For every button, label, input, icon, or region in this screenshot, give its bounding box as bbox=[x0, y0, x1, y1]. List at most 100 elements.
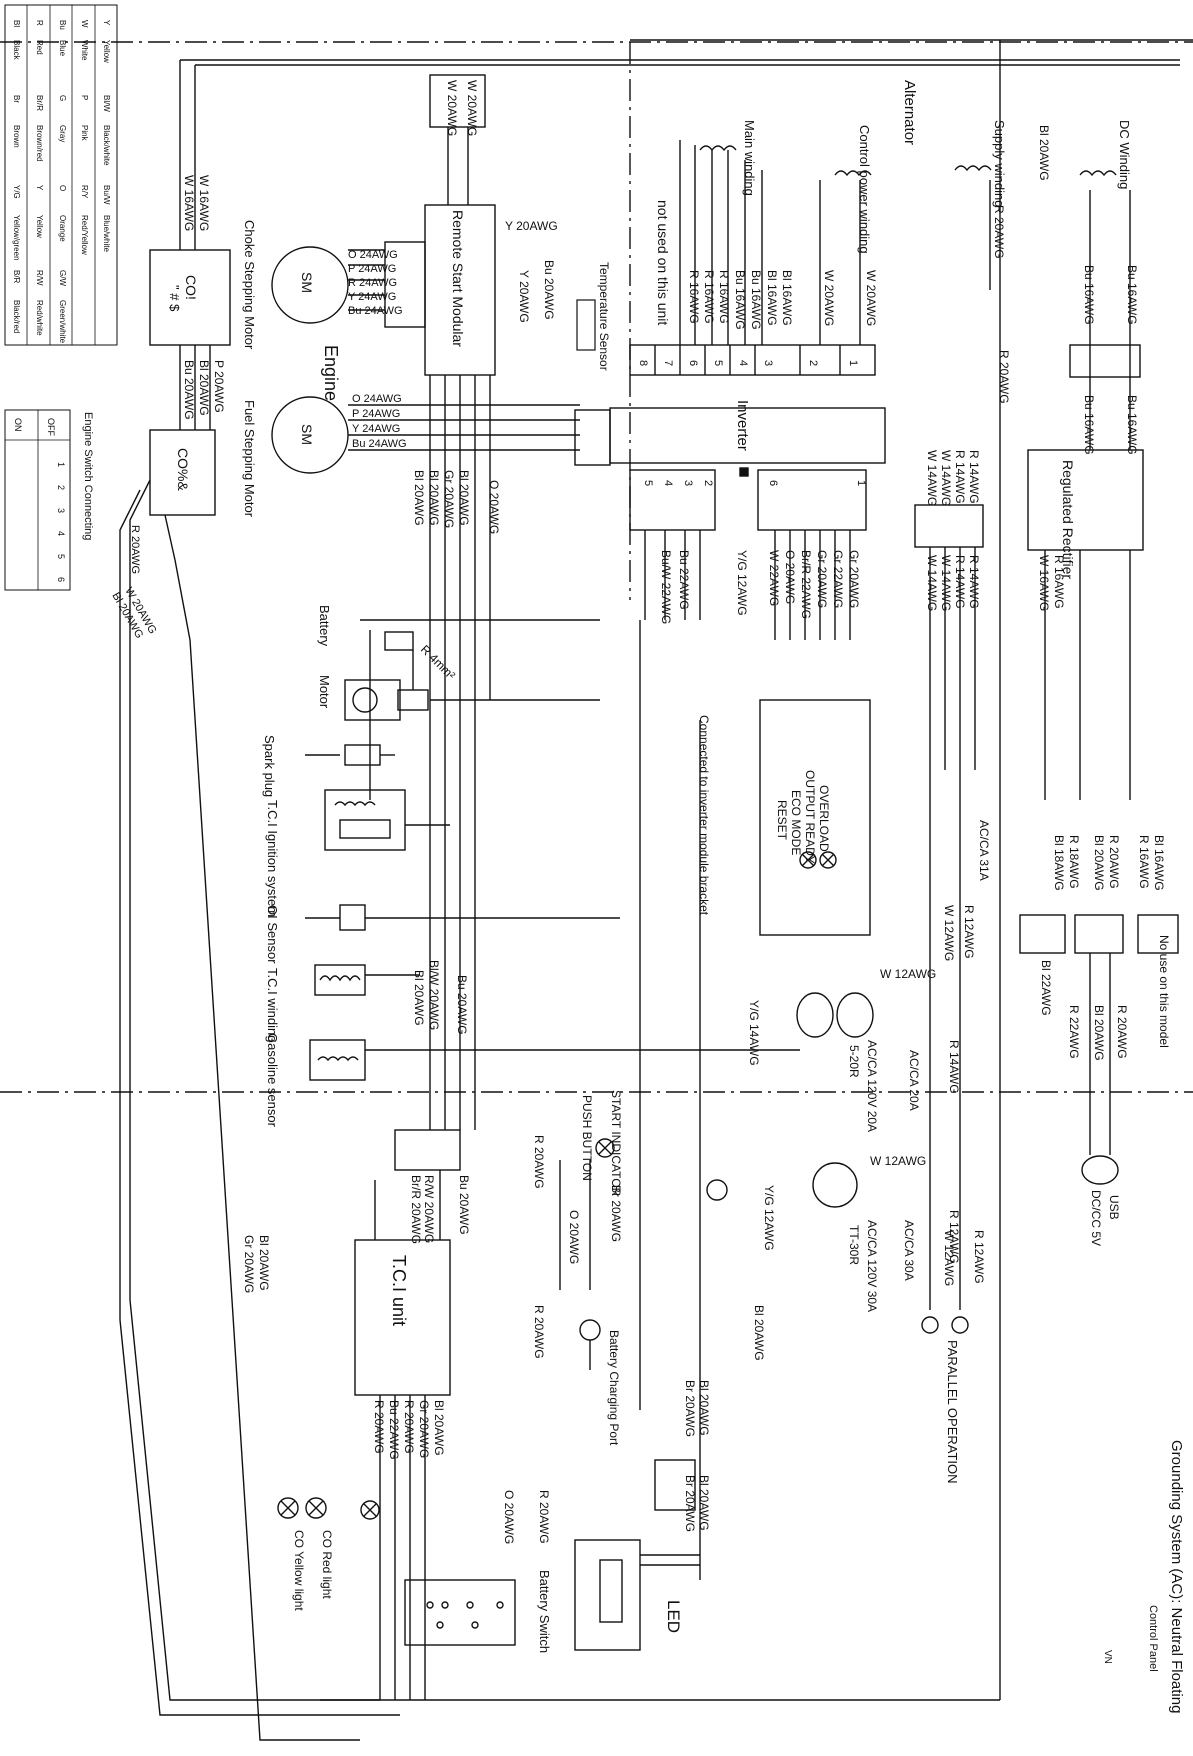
tci-ignition-coil bbox=[324, 789, 406, 851]
tci-input-connector bbox=[394, 1129, 461, 1171]
main-winding-coil bbox=[699, 145, 737, 152]
supply-winding-coil bbox=[954, 165, 992, 172]
wire-r14-2: R 14AWG bbox=[967, 450, 981, 504]
engine-switch-table: Engine Switch Connecting OFF ON 1 2 3 4 … bbox=[4, 409, 94, 591]
starter-motor bbox=[344, 679, 401, 721]
grounding-system-label: Grounding System (AC): Neutral Floating bbox=[1168, 1440, 1185, 1713]
legend-code2-1: Br/R bbox=[35, 95, 44, 111]
color-legend: Bl Black Br Brown Y/G Yellow/green B/R B… bbox=[4, 4, 118, 346]
wire-w20-alt-1: W 20AWG bbox=[822, 270, 836, 326]
control-panel-label: Control Panel bbox=[1147, 1605, 1159, 1672]
wire-gr20-inv-2: Gr 20AWG bbox=[847, 550, 861, 608]
tci-winding bbox=[314, 964, 366, 996]
legend-code-c-0: B/R bbox=[12, 270, 21, 284]
wire-w14-1: W 14AWG bbox=[925, 450, 939, 506]
remote-start-side-connector bbox=[384, 241, 426, 328]
legend-code-3: W bbox=[80, 20, 89, 28]
wire-w14-2: W 14AWG bbox=[939, 450, 953, 506]
start-indicator-label: START INDICATOR bbox=[609, 1090, 623, 1197]
outlet-520r-left bbox=[796, 992, 834, 1038]
wire-r14-1: R 14AWG bbox=[953, 450, 967, 504]
inv-pin-top-6: 6 bbox=[687, 360, 699, 366]
wire-w16-co-2: W 16AWG bbox=[197, 175, 211, 231]
legend-code-c-1: R/W bbox=[35, 270, 44, 286]
co-red-light bbox=[305, 1497, 327, 1519]
dc-winding-coil bbox=[1079, 170, 1117, 177]
battery-switch-label: Battery Switch bbox=[537, 1570, 552, 1653]
wire-bl20-dc: Bl 20AWG bbox=[1037, 125, 1051, 181]
wire-br20-led: Br 20AWG bbox=[683, 1380, 697, 1437]
sm-label-choke: SM bbox=[299, 272, 315, 293]
inv-pin-top-5: 5 bbox=[712, 360, 724, 366]
wire-bu16-dc-4: Bu 16AWG bbox=[1125, 395, 1139, 455]
wire-r14-outlet: R 14AWG bbox=[947, 1040, 961, 1094]
wire-r20-tci: R 20AWG bbox=[372, 1400, 386, 1454]
wire-o20-inv: O 20AWG bbox=[783, 550, 797, 604]
wire-bl20-bus-3: Bl 20AWG bbox=[412, 470, 426, 526]
wire-bl22-usb: Bl 22AWG bbox=[1039, 960, 1053, 1016]
wire-y24-choke: Y 24AWG bbox=[348, 291, 396, 303]
battery-switch-box bbox=[404, 1579, 516, 1646]
switch-col-6: 6 bbox=[56, 577, 66, 582]
inverter-connector-b bbox=[757, 469, 867, 531]
tci-winding-label: T.C.I winding bbox=[265, 968, 280, 1042]
legend-name2-3: Pink bbox=[80, 125, 89, 142]
legend-code-b-4: Bu/W bbox=[102, 185, 111, 205]
wire-bl20-co-long: Bl 20AWG bbox=[257, 1235, 271, 1291]
fuel-motor-label: Fuel Stepping Motor bbox=[242, 400, 257, 518]
wire-r16-rect: R 16AWG bbox=[1052, 555, 1066, 609]
wire-bl20-bus: Bl 20AWG bbox=[427, 470, 441, 526]
ac-20a-label: AC/CA 20A bbox=[907, 1050, 921, 1111]
tci-unit-box bbox=[354, 1239, 451, 1396]
inverter-connector-left bbox=[574, 409, 611, 466]
wire-r14-4: R 14AWG bbox=[967, 555, 981, 609]
legend-name-0: Black bbox=[12, 40, 21, 61]
rectifier-connector bbox=[1069, 344, 1141, 378]
remote-start-label: Remote Start Modular bbox=[450, 210, 466, 347]
wire-bl18: Bl 18AWG bbox=[1052, 835, 1066, 891]
control-power-winding-label: Control power winding bbox=[857, 125, 872, 254]
wire-bl20-tci: Bl 20AWG bbox=[432, 1400, 446, 1456]
output-ready-indicator bbox=[819, 851, 837, 869]
wire-r24-choke: R 24AWG bbox=[348, 277, 397, 289]
co-top-label: CO! bbox=[183, 275, 199, 300]
wire-bu20-rs: Bu 20AWG bbox=[542, 260, 556, 320]
usb-spec-label: DC/CC 5V bbox=[1089, 1190, 1103, 1246]
wire-o20-bsw: O 20AWG bbox=[502, 1490, 516, 1544]
wire-w14-3: W 14AWG bbox=[925, 555, 939, 611]
wire-bl16-nouse: Bl 16AWG bbox=[1152, 835, 1166, 891]
wire-bu16-2: Bu 16AWG bbox=[749, 270, 763, 330]
wire-p24-choke: P 24AWG bbox=[348, 263, 396, 275]
legend-code-2: Bu bbox=[58, 20, 67, 30]
wire-bu16-dc-2: Bu 16AWG bbox=[1125, 265, 1139, 325]
usb-label: USB bbox=[1107, 1195, 1121, 1220]
switch-table-title: Engine Switch Connecting bbox=[82, 412, 94, 540]
legend-name-b-2: Orange bbox=[58, 215, 67, 242]
legend-name-1: Red bbox=[35, 40, 44, 55]
parallel-terminal-1 bbox=[921, 1316, 939, 1334]
wire-bu20-bus: Bu 20AWG bbox=[455, 975, 469, 1035]
wire-r14-3: R 14AWG bbox=[953, 555, 967, 609]
push-button-label: PUSH BUTTON bbox=[580, 1095, 594, 1181]
wire-bu20-bus-2: Bu 20AWG bbox=[457, 1175, 471, 1235]
co-unit-bottom bbox=[149, 429, 216, 516]
legend-code-1: R bbox=[35, 20, 44, 26]
wire-w22: W 22AWG bbox=[767, 550, 781, 606]
wire-r20-supply: R 20AWG bbox=[992, 205, 1006, 259]
wire-bu24-choke: Bu 24AWG bbox=[348, 305, 403, 317]
inverter-connector-a bbox=[629, 469, 716, 531]
switch-col-4: 4 bbox=[56, 531, 66, 536]
wire-w20-alt-2: W 20AWG bbox=[864, 270, 878, 326]
wire-p24-fuel: P 24AWG bbox=[352, 408, 400, 420]
vn-label: VN bbox=[1102, 1650, 1113, 1664]
wire-bu20-co: Bu 20AWG bbox=[182, 360, 196, 420]
reset-label: RESET bbox=[775, 800, 789, 841]
battery-label: Battery bbox=[317, 605, 332, 647]
wire-brr22: Br/R 22AWG bbox=[799, 550, 813, 619]
battery-symbol bbox=[384, 631, 414, 651]
wire-w12-parallel: W 12AWG bbox=[942, 1230, 956, 1286]
wire-bu22-tci: Bu 22AWG bbox=[387, 1400, 401, 1460]
inv-pin-bot-1: 1 bbox=[855, 480, 867, 486]
wire-r20-charge: R 20AWG bbox=[532, 1305, 546, 1359]
co-bottom-label: CO%& bbox=[175, 448, 191, 491]
